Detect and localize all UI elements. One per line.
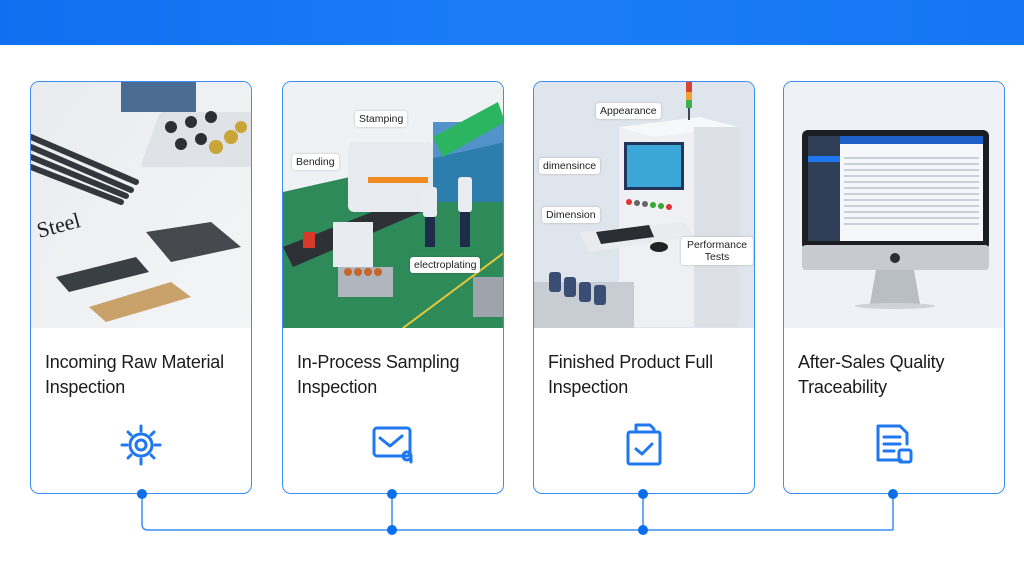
- label-dimensince: dimensince: [539, 158, 601, 174]
- header-banner: [0, 0, 1024, 45]
- raw-materials-image: Steel: [31, 82, 251, 328]
- step-card-finished-inspection: Appearance dimensince Dimension Performa…: [533, 81, 755, 494]
- production-line-image: Stamping Bending electroplating: [283, 82, 503, 328]
- label-stamping: Stamping: [355, 111, 408, 127]
- step-title: Incoming Raw Material Inspection: [45, 352, 224, 397]
- connector-dot: [387, 525, 397, 535]
- label-appearance: Appearance: [596, 103, 661, 119]
- step-card-incoming-inspection: Steel Incoming Raw Material Inspection: [30, 81, 252, 494]
- step-title: After-Sales Quality Traceability: [798, 352, 945, 397]
- label-electroplating: electroplating: [410, 257, 481, 273]
- connector-line: [141, 494, 893, 531]
- inspection-machine-image: Appearance dimensince Dimension Performa…: [534, 82, 754, 328]
- label-bending: Bending: [292, 154, 339, 170]
- label-dimension: Dimension: [542, 207, 600, 223]
- step-title: Finished Product Full Inspection: [548, 352, 713, 397]
- step-title: In-Process Sampling Inspection: [297, 352, 460, 397]
- connector-dot: [638, 525, 648, 535]
- step-card-in-process-inspection: Stamping Bending electroplating In-Proce…: [282, 81, 504, 494]
- label-performance-tests: Performance Tests: [681, 237, 753, 265]
- document-icon: [869, 420, 919, 470]
- mail-search-icon: [368, 420, 418, 470]
- traceability-monitor-image: [784, 82, 1004, 328]
- step-card-after-sales-traceability: After-Sales Quality Traceability: [783, 81, 1005, 494]
- clipboard-check-icon: [619, 420, 669, 470]
- gear-icon: [116, 420, 166, 470]
